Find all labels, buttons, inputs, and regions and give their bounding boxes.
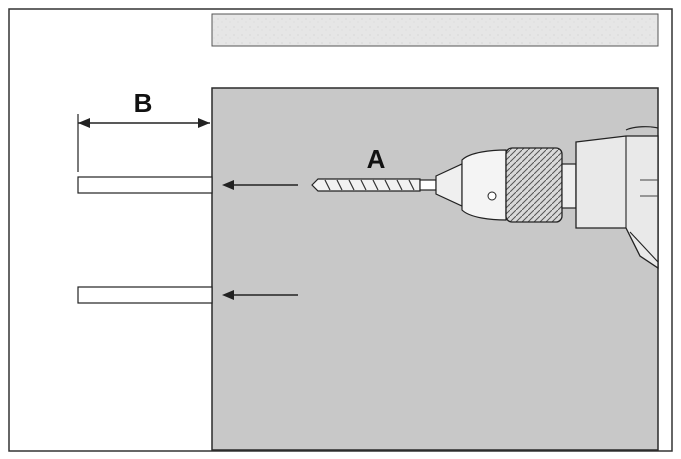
hole-upper — [77, 176, 213, 194]
arrow-lower — [222, 290, 298, 300]
drill-icon — [311, 126, 659, 270]
upper-panel — [211, 13, 659, 47]
label-b: B — [134, 88, 153, 118]
label-a: A — [367, 144, 386, 174]
hole-lower — [77, 286, 213, 304]
arrow-upper — [222, 180, 298, 190]
dimension-b — [77, 114, 210, 172]
